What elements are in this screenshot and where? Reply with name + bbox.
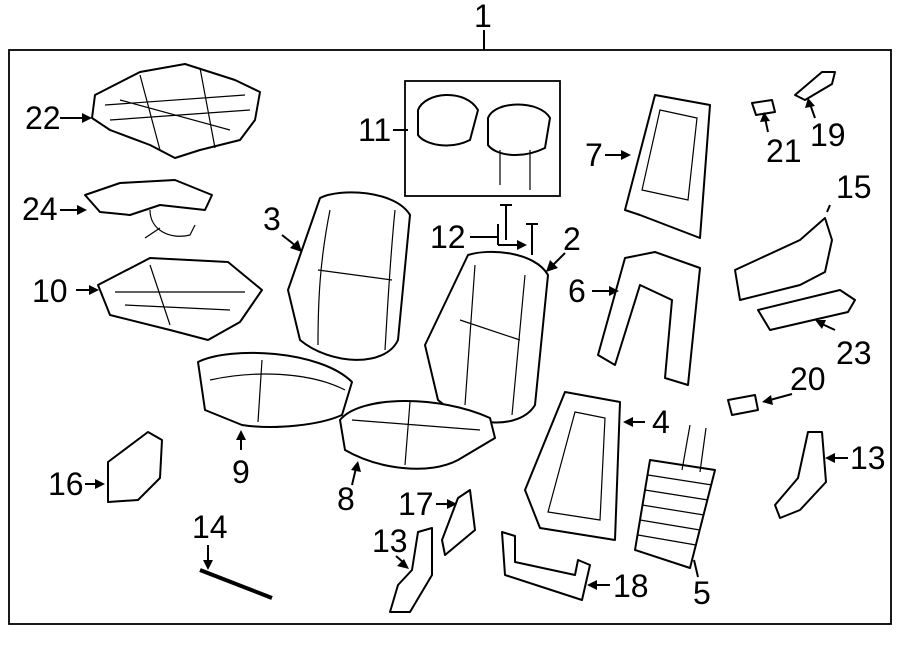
part-23-trim-cover[interactable] <box>757 289 856 331</box>
part-18-bracket[interactable] <box>501 531 591 601</box>
part-9-cushion-cover[interactable] <box>197 351 353 428</box>
callout-13-right: 13 <box>850 440 886 476</box>
part-8-cushion-pad[interactable] <box>339 400 496 470</box>
callout-21: 21 <box>766 133 802 169</box>
callout-7: 7 <box>585 137 603 173</box>
part-22-seat-adjuster[interactable] <box>91 63 261 159</box>
callout-20: 20 <box>790 361 826 397</box>
callout-18: 18 <box>613 568 649 604</box>
part-20-switch[interactable] <box>727 394 759 416</box>
part-21-knob[interactable] <box>751 99 776 116</box>
part-17-trim[interactable] <box>441 489 476 556</box>
callout-15: 15 <box>836 169 872 205</box>
callout-8: 8 <box>337 481 355 517</box>
callout-1: 1 <box>474 0 492 34</box>
callout-22: 22 <box>25 100 61 136</box>
callout-19: 19 <box>810 117 846 153</box>
part-15-side-shield[interactable] <box>734 217 833 301</box>
callout-13-left: 13 <box>372 523 408 559</box>
part-6-trim[interactable] <box>597 251 701 386</box>
part-12-guides[interactable] <box>500 204 538 255</box>
callout-2: 2 <box>563 221 581 257</box>
part-11-group-box <box>404 80 561 197</box>
callout-4: 4 <box>652 404 670 440</box>
part-5-suspension-mat[interactable] <box>634 424 716 569</box>
part-2-back-pad[interactable] <box>424 250 549 424</box>
leader-lines <box>60 98 848 590</box>
assembly-frame <box>8 49 892 625</box>
callout-6: 6 <box>568 273 586 309</box>
part-19-handle[interactable] <box>794 71 836 101</box>
callout-12: 12 <box>430 219 466 255</box>
callout-14: 14 <box>192 509 228 545</box>
part-10-cushion-frame[interactable] <box>97 257 263 341</box>
callout-24: 24 <box>22 191 58 227</box>
callout-11: 11 <box>358 112 391 148</box>
part-7-back-panel[interactable] <box>624 94 711 239</box>
callout-9: 9 <box>232 454 250 490</box>
part-4-back-frame[interactable] <box>524 391 621 541</box>
callout-5: 5 <box>693 575 711 611</box>
part-14-rod[interactable] <box>199 568 273 600</box>
part-13-hinge-right[interactable] <box>774 431 827 519</box>
part-16-bracket[interactable] <box>107 431 163 503</box>
callout-16: 16 <box>48 466 84 502</box>
part-11-headrests[interactable] <box>417 94 551 190</box>
callout-23: 23 <box>836 335 872 371</box>
callout-10: 10 <box>32 273 68 309</box>
callout-3: 3 <box>263 201 281 237</box>
callout-17: 17 <box>398 486 434 522</box>
part-3-back-cover[interactable] <box>287 191 411 361</box>
part-13-hinge-left[interactable] <box>389 527 433 613</box>
part-24-wiring-harness[interactable] <box>84 179 213 239</box>
